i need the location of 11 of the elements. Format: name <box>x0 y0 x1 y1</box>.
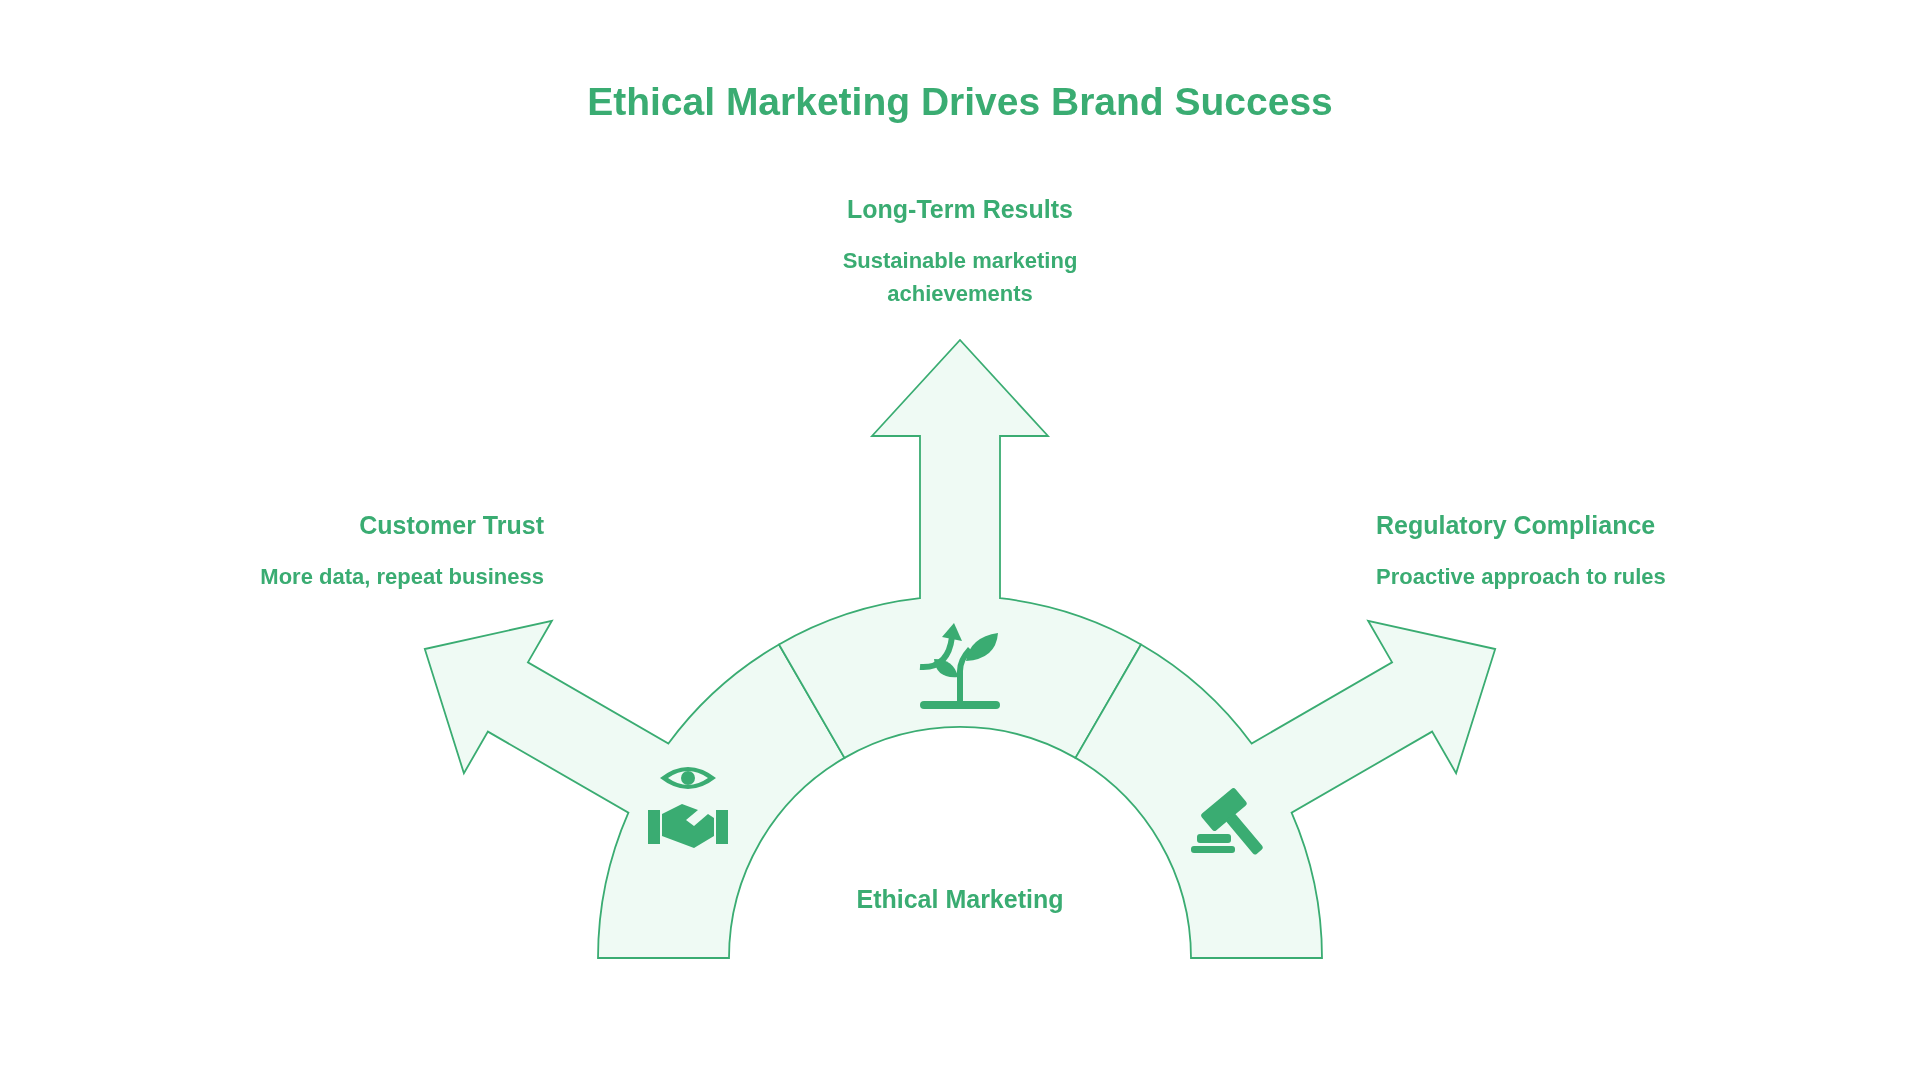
heading: Regulatory Compliance <box>1376 510 1656 540</box>
description: Proactive approach to rules <box>1376 563 1666 591</box>
heading: Customer Trust <box>359 510 544 540</box>
description: More data, repeat business <box>260 563 544 591</box>
title: Ethical Marketing Drives Brand Success <box>586 80 1334 124</box>
block-arrow <box>1074 619 1497 959</box>
description: Sustainable marketing achievements <box>841 247 1079 308</box>
block-arrow <box>423 619 846 959</box>
center-label: Ethical Marketing <box>856 884 1064 914</box>
block-arrow <box>778 339 1142 759</box>
heading: Long-Term Results <box>847 194 1073 224</box>
